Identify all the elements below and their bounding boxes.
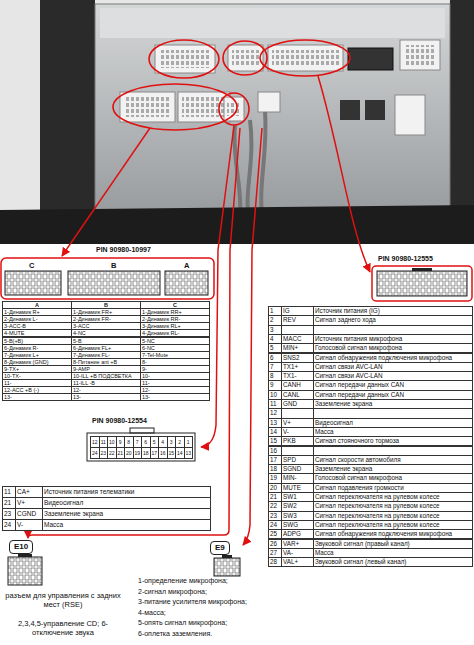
head-unit-photo <box>0 205 474 244</box>
head-unit-photo <box>149 40 219 78</box>
pin-number: 13 <box>184 447 194 459</box>
note: 1-определение микрофона; <box>138 577 228 585</box>
head-unit-photo <box>120 92 175 122</box>
connector-drawings <box>68 271 160 295</box>
table-cell: V- <box>15 519 43 531</box>
head-unit-photo <box>159 50 211 68</box>
table-cell: 28 <box>268 557 282 567</box>
note: 5-опять сигнал микрофона; <box>138 619 227 627</box>
head-unit-photo <box>258 92 280 112</box>
table-cell: 13- <box>71 393 141 401</box>
connector-part-number: PIN 90980-12554 <box>92 417 147 425</box>
table-cell: VAL+ <box>281 557 314 567</box>
head-unit-photo <box>100 8 445 38</box>
head-unit-photo <box>234 112 265 212</box>
table-cell: Масса <box>42 519 211 531</box>
note: 2,3,4,5-управление CD; 6-отключение звук… <box>4 619 122 637</box>
connector-id: E9 <box>215 543 225 552</box>
head-unit-photo <box>268 45 343 71</box>
note: 3-питание усилителя микрофона; <box>138 598 247 606</box>
head-unit-photo <box>219 93 249 125</box>
leader-lines <box>62 128 150 256</box>
connector-drawings <box>372 266 472 301</box>
head-unit-photo <box>404 45 436 65</box>
connector-letter: B <box>111 261 116 270</box>
connector-drawings <box>130 428 154 433</box>
connector-letter: C <box>29 261 34 270</box>
head-unit-photo <box>95 4 450 210</box>
connector-drawings <box>412 268 432 271</box>
head-unit-photo <box>155 45 215 73</box>
head-unit-photo <box>124 97 171 117</box>
connector-drawings <box>8 557 42 585</box>
table-cell: 24 <box>2 519 16 531</box>
head-unit-photo <box>178 92 230 122</box>
head-unit-photo <box>40 0 95 244</box>
connector-part-number: PIN 90980-10997 <box>96 246 151 254</box>
head-unit-photo <box>0 0 474 244</box>
connector-drawings <box>165 271 208 295</box>
head-unit-photo <box>260 40 350 76</box>
head-unit-photo <box>400 40 440 70</box>
leader-lines <box>243 128 262 545</box>
connector-drawings <box>87 433 195 461</box>
note: разъем для управления с задних мест (RSE… <box>4 591 122 609</box>
note: 6-оплетка заземления. <box>138 630 212 638</box>
connector-drawings <box>18 554 32 557</box>
table-cell: Звуковой сигнал (левый канал) <box>313 557 473 567</box>
head-unit-photo <box>0 0 474 244</box>
connector-tag: E10 <box>9 540 33 554</box>
connector-drawings <box>222 555 232 558</box>
head-unit-photo <box>232 50 259 66</box>
connector-id: E10 <box>14 542 28 551</box>
table-cell: 13- <box>140 393 210 401</box>
connector-drawings <box>1 258 472 585</box>
head-unit-photo <box>365 100 385 120</box>
head-unit-photo <box>340 100 360 120</box>
note: 2-сигнал микрофона; <box>138 588 207 596</box>
head-unit-photo <box>228 45 263 71</box>
connector-drawings <box>1 258 214 299</box>
head-unit-photo <box>395 95 425 135</box>
connector-drawings <box>5 271 61 295</box>
head-unit-photo <box>272 50 339 66</box>
connector-letter: A <box>184 261 189 270</box>
leader-lines <box>318 76 370 272</box>
connector-part-number: PIN 90980-12555 <box>378 255 433 263</box>
connector-tag: E9 <box>210 541 230 555</box>
connector-drawings <box>214 558 240 576</box>
table-cell: 13- <box>2 393 72 401</box>
head-unit-photo <box>348 48 393 70</box>
connector-drawings <box>377 271 467 296</box>
note: 4-масса; <box>138 609 166 617</box>
